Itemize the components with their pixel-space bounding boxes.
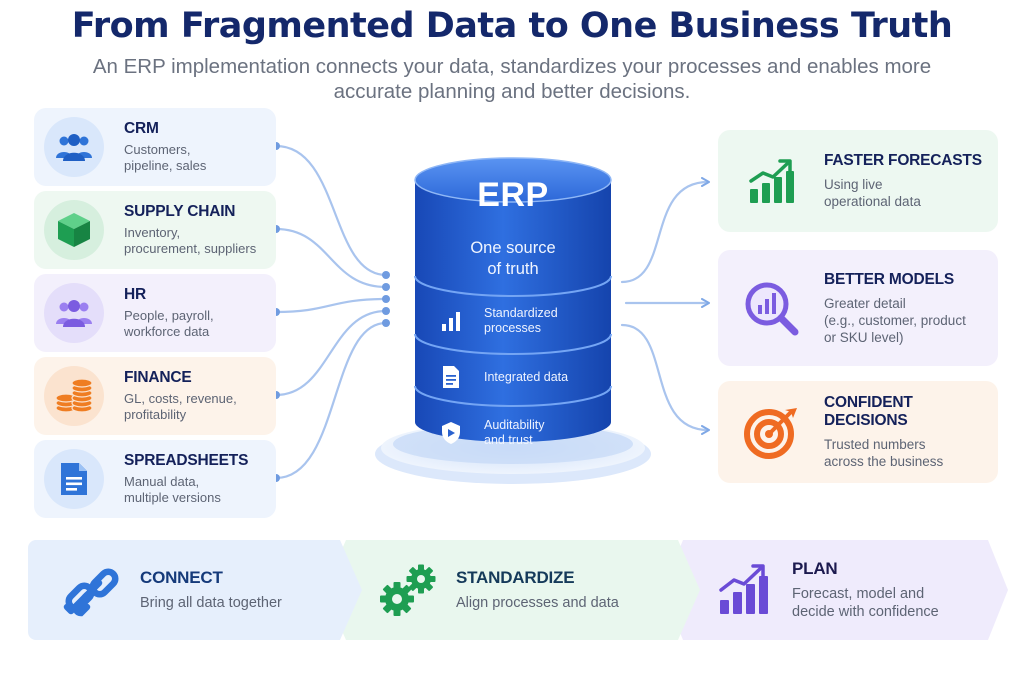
connector-crm [274, 144, 388, 277]
source-title: FINANCE [124, 369, 192, 386]
gears-icon [376, 558, 440, 622]
source-desc-line: Manual data, [124, 474, 200, 489]
erp-layer-label: Standardized [484, 306, 558, 320]
source-title: SUPPLY CHAIN [124, 203, 236, 220]
magnifier-chart-icon [738, 275, 804, 341]
outcome-title: BETTER MODELS [824, 270, 955, 288]
source-card-crm: CRM Customers, pipeline, sales [34, 108, 276, 186]
outcome-desc-line: Using live [824, 177, 883, 192]
source-card-hr: HR People, payroll, workforce data [34, 274, 276, 352]
source-desc-line: People, payroll, [124, 308, 214, 323]
outcome-desc-line: Greater detail [824, 295, 906, 311]
spreadsheet-icon [44, 449, 104, 509]
outcome-card-better-models: BETTER MODELS Greater detail (e.g., cust… [718, 250, 998, 366]
source-desc-line: Customers, [124, 142, 191, 157]
outcome-desc-line: operational data [824, 194, 921, 209]
outcome-card-faster-forecasts: FASTER FORECASTS Using live operational … [718, 130, 998, 232]
coins-icon [44, 366, 104, 426]
link-icon [60, 558, 124, 622]
source-title: SPREADSHEETS [124, 452, 249, 469]
outcome-title: FASTER FORECASTS [824, 152, 982, 169]
erp-layer-auditability: Auditability and trust [440, 418, 610, 448]
connector-faster-forecasts [620, 177, 710, 284]
source-card-finance: FINANCE GL, costs, revenue, profitabilit… [34, 357, 276, 435]
step-desc-line: Forecast, model and [792, 586, 925, 602]
source-desc-line: workforce data [124, 324, 210, 339]
bar-chart-icon [440, 308, 462, 334]
step-standardize: STANDARDIZE Align processes and data [376, 540, 619, 640]
rising-chart-icon [712, 558, 776, 622]
step-desc-line: Bring all data together [140, 595, 282, 611]
source-card-spreadsheets: SPREADSHEETS Manual data, multiple versi… [34, 440, 276, 518]
page-title: From Fragmented Data to One Business Tru… [71, 6, 953, 46]
document-icon [440, 364, 462, 390]
step-title: STANDARDIZE [456, 568, 575, 587]
source-card-supply-chain: SUPPLY CHAIN Inventory, procurement, sup… [34, 191, 276, 269]
outcome-desc-line: (e.g., customer, product [824, 312, 966, 328]
erp-layer-integrated-data: Integrated data [440, 364, 610, 390]
connector-spreadsheets [274, 321, 388, 480]
outcome-card-confident-decisions: CONFIDENT DECISIONS Trusted numbers acro… [718, 381, 998, 483]
source-desc-line: profitability [124, 407, 187, 422]
source-title: CRM [124, 120, 159, 137]
step-connect: CONNECT Bring all data together [60, 540, 282, 640]
source-desc-line: Inventory, [124, 225, 181, 240]
step-title: CONNECT [140, 568, 223, 587]
growth-chart-icon [738, 148, 804, 214]
erp-layer-standardized-processes: Standardized processes [440, 306, 610, 336]
step-desc-line: Align processes and data [456, 595, 619, 611]
source-desc-line: pipeline, sales [124, 158, 207, 173]
outcome-desc-line: Trusted numbers [824, 437, 926, 452]
outcome-desc-line: or SKU level) [824, 329, 904, 345]
box-icon [44, 200, 104, 260]
step-title: PLAN [792, 559, 838, 578]
people-icon [44, 283, 104, 343]
source-desc-line: procurement, suppliers [124, 241, 257, 256]
erp-layer-label: processes [484, 321, 541, 335]
erp-subtitle: One source of truth [470, 239, 556, 278]
people-icon [44, 117, 104, 177]
outcome-desc-line: across the business [824, 454, 944, 469]
erp-layer-label: Auditability [484, 418, 545, 432]
outcome-title: CONFIDENT DECISIONS [824, 394, 913, 429]
page-subtitle: An ERP implementation connects your data… [92, 55, 932, 103]
step-plan: PLAN Forecast, model and decide with con… [712, 540, 939, 640]
step-desc-line: decide with confidence [792, 604, 939, 620]
connector-confident-decisions [620, 323, 710, 435]
process-steps-band [28, 540, 1008, 640]
erp-layer-label: Integrated data [484, 369, 569, 384]
connector-finance [274, 309, 388, 397]
erp-layer-label: and trust [484, 433, 533, 447]
connector-hr [274, 297, 388, 314]
connector-supply-chain [274, 227, 388, 289]
target-icon [738, 399, 804, 465]
source-desc-line: multiple versions [124, 490, 221, 505]
erp-title: ERP [477, 176, 549, 214]
source-title: HR [124, 286, 146, 303]
shield-icon [440, 420, 462, 446]
source-desc-line: GL, costs, revenue, [124, 391, 237, 406]
erp-database-cylinder [375, 157, 651, 484]
